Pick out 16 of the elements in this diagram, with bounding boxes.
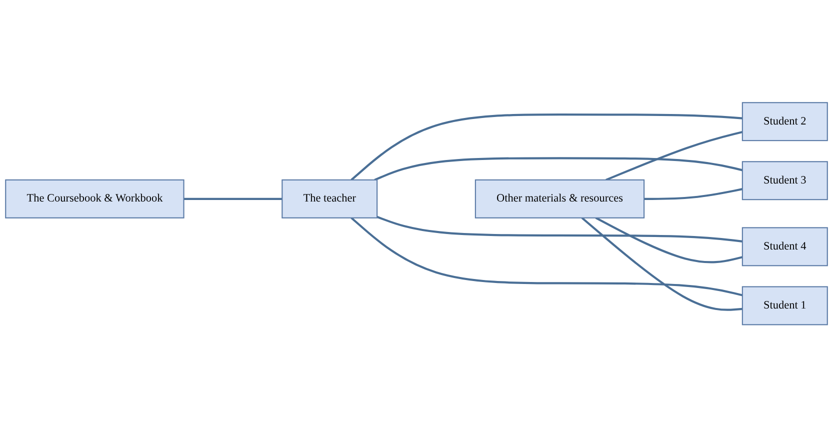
node-box: Student 2 [742,102,828,142]
connector [376,216,743,243]
connector [595,217,743,264]
node-box: Other materials & resources [474,180,645,219]
connector [350,114,742,182]
node-box: Student 4 [742,228,828,267]
node-box: The Coursebook & Workbook [5,180,184,219]
node-box: Student 1 [742,286,828,326]
connector [184,198,282,200]
connector [350,217,743,297]
connector [581,217,742,312]
connector [374,157,743,182]
node-box: Student 3 [742,161,828,200]
connector [644,188,743,200]
node-box: The teacher [282,180,378,219]
connector [606,131,743,182]
